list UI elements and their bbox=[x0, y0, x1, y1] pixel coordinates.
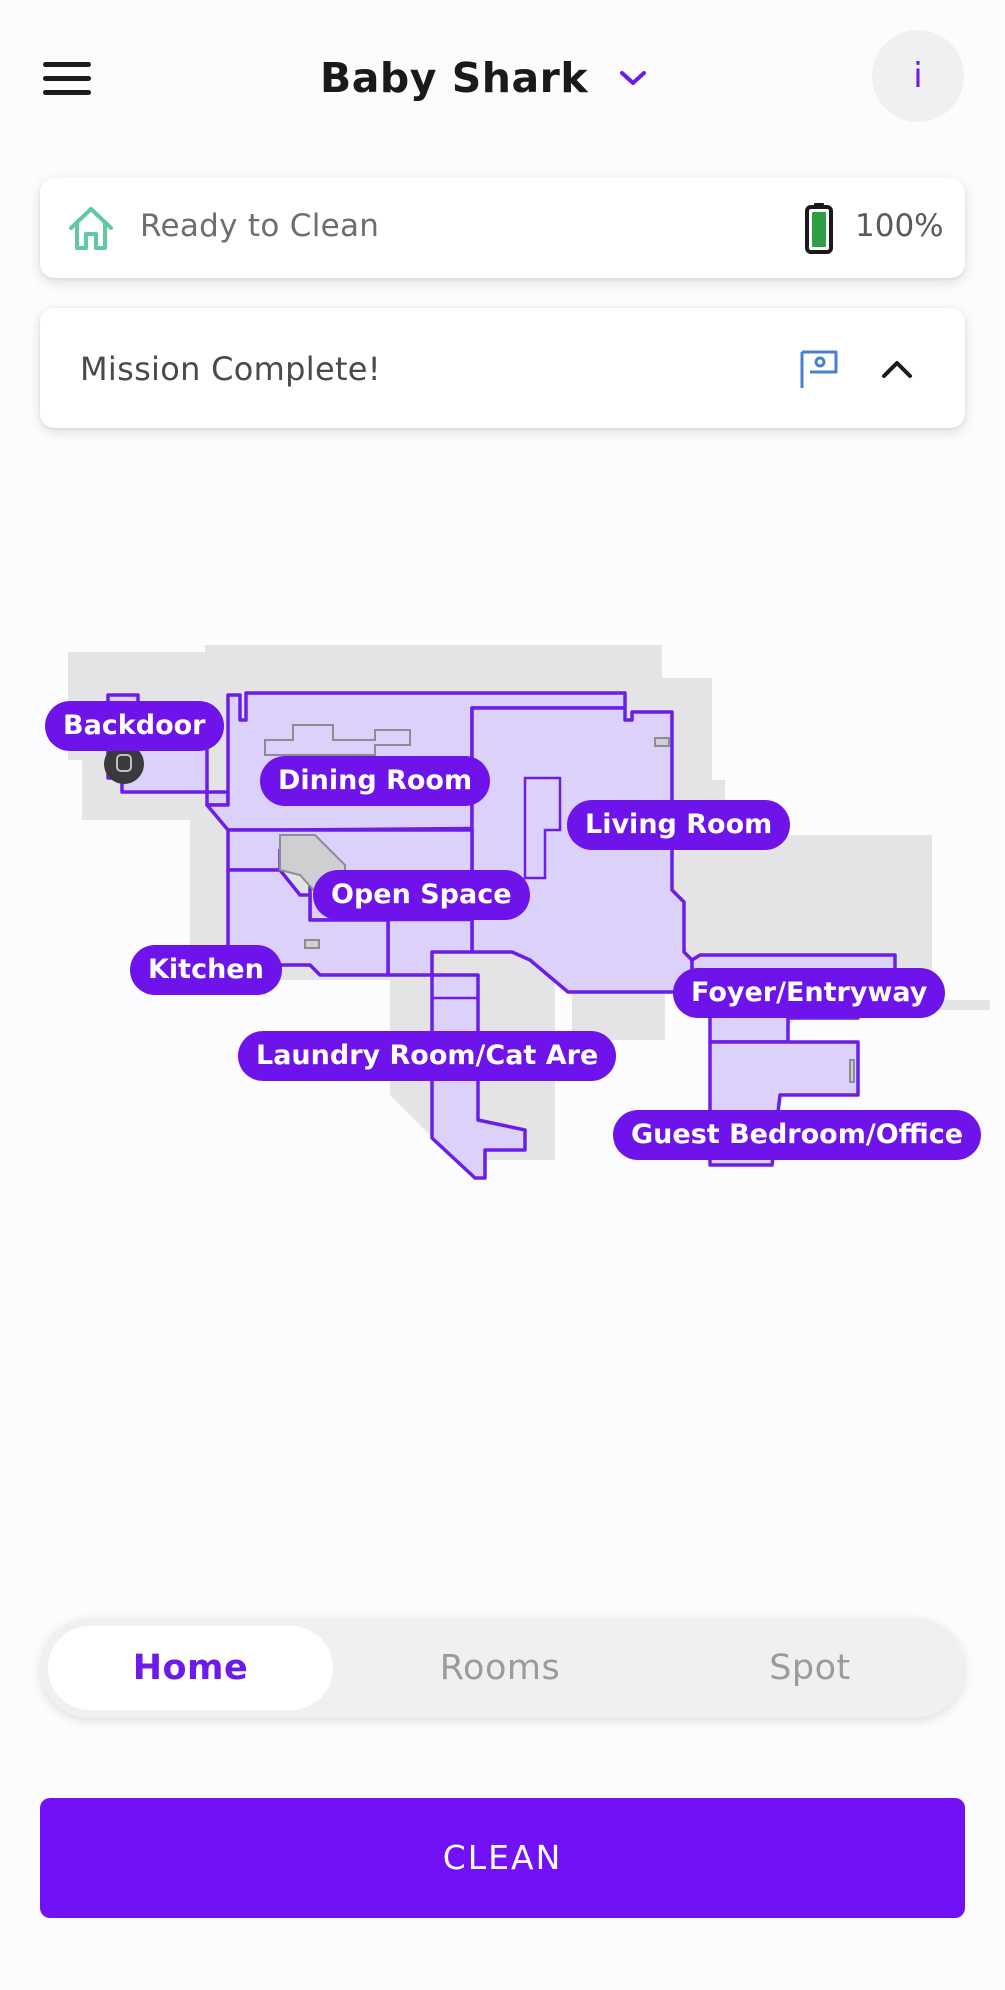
chevron-down-icon bbox=[620, 71, 647, 85]
menu-icon[interactable] bbox=[38, 58, 96, 98]
room-label-foyer[interactable]: Foyer/Entryway bbox=[673, 968, 946, 1018]
room-label-kitchen[interactable]: Kitchen bbox=[130, 945, 282, 995]
robot-name: Baby Shark bbox=[320, 54, 589, 102]
home-icon bbox=[69, 207, 113, 250]
floor-map[interactable]: Backdoor Dining Room Living Room Open Sp… bbox=[0, 640, 1005, 1260]
status-card: Ready to Clean 100% bbox=[40, 178, 965, 278]
tab-rooms[interactable]: Rooms bbox=[439, 1648, 561, 1688]
room-label-living-room[interactable]: Living Room bbox=[567, 800, 791, 850]
info-button[interactable]: i bbox=[872, 30, 964, 122]
room-label-backdoor[interactable]: Backdoor bbox=[45, 701, 224, 751]
clean-button[interactable]: CLEAN bbox=[40, 1798, 965, 1918]
mode-tabs: Home Rooms Spot bbox=[40, 1618, 965, 1718]
mission-card[interactable]: Mission Complete! bbox=[40, 308, 965, 428]
status-text: Ready to Clean bbox=[140, 208, 380, 244]
battery-percentage: 100% bbox=[855, 208, 944, 244]
room-label-dining-room[interactable]: Dining Room bbox=[260, 756, 491, 806]
dock-icon bbox=[104, 744, 144, 784]
mission-status: Mission Complete! bbox=[80, 350, 381, 388]
chevron-up-icon[interactable] bbox=[878, 354, 916, 384]
app-header: Baby Shark i bbox=[0, 0, 1005, 150]
info-icon: i bbox=[913, 56, 923, 96]
room-label-guest-bedroom[interactable]: Guest Bedroom/Office bbox=[613, 1110, 982, 1160]
tab-spot[interactable]: Spot bbox=[769, 1648, 851, 1688]
map-pin-icon[interactable] bbox=[798, 348, 840, 390]
robot-selector[interactable]: Baby Shark bbox=[320, 48, 648, 108]
room-living bbox=[470, 706, 694, 994]
room-label-laundry[interactable]: Laundry Room/Cat Are bbox=[238, 1031, 617, 1081]
tab-home[interactable]: Home bbox=[48, 1626, 333, 1710]
battery-icon bbox=[805, 203, 833, 254]
room-label-open-space[interactable]: Open Space bbox=[313, 870, 530, 920]
